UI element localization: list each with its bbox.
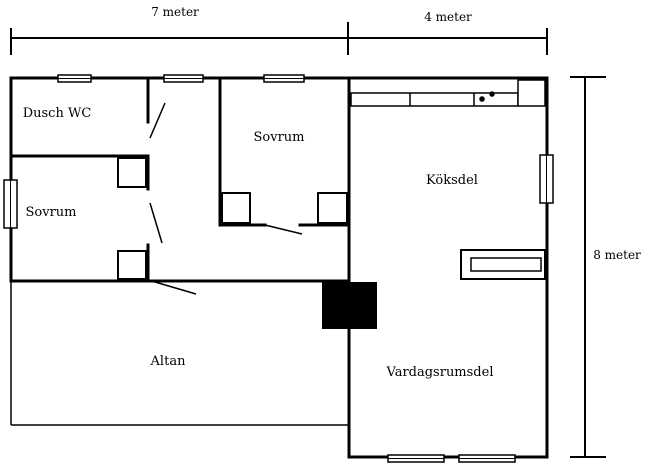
room-label-vardagsrumsdel: Vardagsrumsdel [386,365,494,380]
door-dusch-wc [149,102,166,139]
doors [149,102,303,295]
door-sovrum-left [149,202,163,244]
dimension-width-right [348,28,548,55]
room-label-sovrum-left: Sovrum [26,205,77,220]
chimney [322,282,377,329]
room-label-altan: Altan [150,354,187,369]
altan-outline [10,281,350,426]
dimension-width-left [10,22,349,55]
window-panes [10,78,547,459]
closets [117,157,348,280]
kitchen-island [460,249,546,280]
dimension-label-8m: 8 meter [593,248,641,262]
dimension-height [570,76,606,458]
dimension-label-4m: 4 meter [424,10,472,24]
room-label-sovrum-center: Sovrum [254,130,305,145]
kitchen-counter [350,79,546,107]
room-label-koksdel: Köksdel [426,173,478,188]
door-altan [154,281,197,295]
dimension-label-7m: 7 meter [151,5,199,19]
door-sovrum-center [264,224,303,235]
room-label-dusch-wc: Dusch WC [23,106,92,121]
